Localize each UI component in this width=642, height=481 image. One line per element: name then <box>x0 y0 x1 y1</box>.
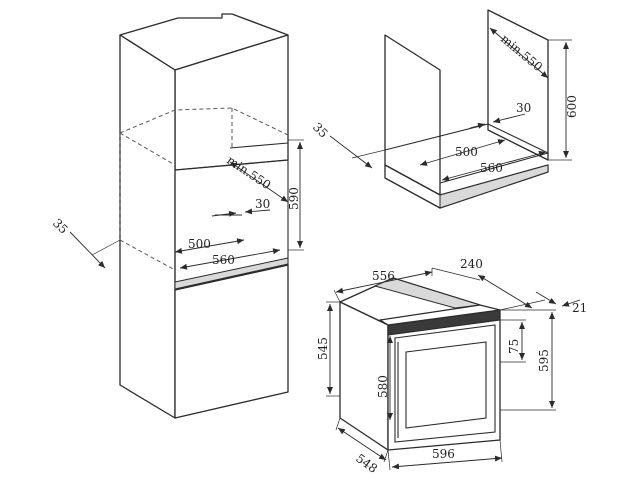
oven: 556 240 21 545 580 75 595 548 <box>316 257 587 476</box>
dim-560-left-label: 560 <box>212 253 235 267</box>
dim-35-right-label: 35 <box>310 120 331 141</box>
oven-door <box>394 324 496 443</box>
dim-35-left-label: 35 <box>50 216 71 237</box>
dim-590-label: 590 <box>287 187 301 210</box>
dim-30-left-label: 30 <box>255 197 270 211</box>
dim-560-right-label: 560 <box>480 161 503 175</box>
ext-596-left <box>387 449 391 471</box>
base-right-panel <box>487 9 549 161</box>
tall-cabinet: 35 min.550 30 500 560 590 <box>50 13 304 419</box>
base-floor-back <box>384 123 489 151</box>
dim-35-right-line <box>329 135 373 169</box>
dim-550-left-line <box>229 161 289 203</box>
dim-30-right-line <box>469 122 486 129</box>
dim-21-line <box>535 291 557 305</box>
dim-556-label: 556 <box>372 269 395 283</box>
dim-30-left-line-b <box>244 208 271 215</box>
dim-545-label: 545 <box>316 337 330 360</box>
oven-window <box>405 341 487 429</box>
dim-75-label: 75 <box>507 339 521 354</box>
dim-596-label: 596 <box>432 447 455 461</box>
dim-35-left-line <box>69 231 106 269</box>
hidden-line-3 <box>119 239 176 271</box>
base-unit: 35 min.550 30 500 560 600 <box>310 9 579 209</box>
dim-30-left-line <box>211 210 237 217</box>
dim-500-left-label: 500 <box>188 237 211 251</box>
ext-596-right <box>499 439 503 463</box>
ext-21 <box>499 299 546 311</box>
dim-595-label: 595 <box>537 349 551 372</box>
ext-240 <box>431 267 481 281</box>
ext-548-a <box>335 417 341 431</box>
dim-548-label: 548 <box>353 451 380 476</box>
ext-556-left <box>333 289 341 303</box>
ext-35-left <box>91 239 121 256</box>
dim-240-line <box>477 274 533 309</box>
base-floor-right <box>487 123 549 154</box>
dim-596-line <box>391 455 503 470</box>
dim-556-line <box>335 270 433 294</box>
ext-548-b <box>383 449 389 463</box>
dim-500-right-label: 500 <box>455 145 478 159</box>
cabinet-left-side <box>119 34 176 419</box>
hidden-line-1 <box>119 132 176 166</box>
dim-240-label: 240 <box>460 257 483 271</box>
dim-550-right-line <box>489 27 549 79</box>
dim-560-right-line <box>441 150 547 182</box>
niche-back-top <box>229 142 289 149</box>
dim-30-right-line-b <box>492 113 526 124</box>
hidden-upper-box <box>119 107 289 136</box>
cabinet-lower-door <box>174 264 289 419</box>
dim-580-label: 580 <box>376 375 390 398</box>
dim-21-label: 21 <box>572 301 587 315</box>
dim-21-line-b <box>561 299 581 307</box>
dim-30-right-label: 30 <box>516 101 531 115</box>
dim-600-label: 600 <box>565 95 579 118</box>
dim-548-line <box>337 427 387 461</box>
dim-560-left-line <box>179 248 281 270</box>
